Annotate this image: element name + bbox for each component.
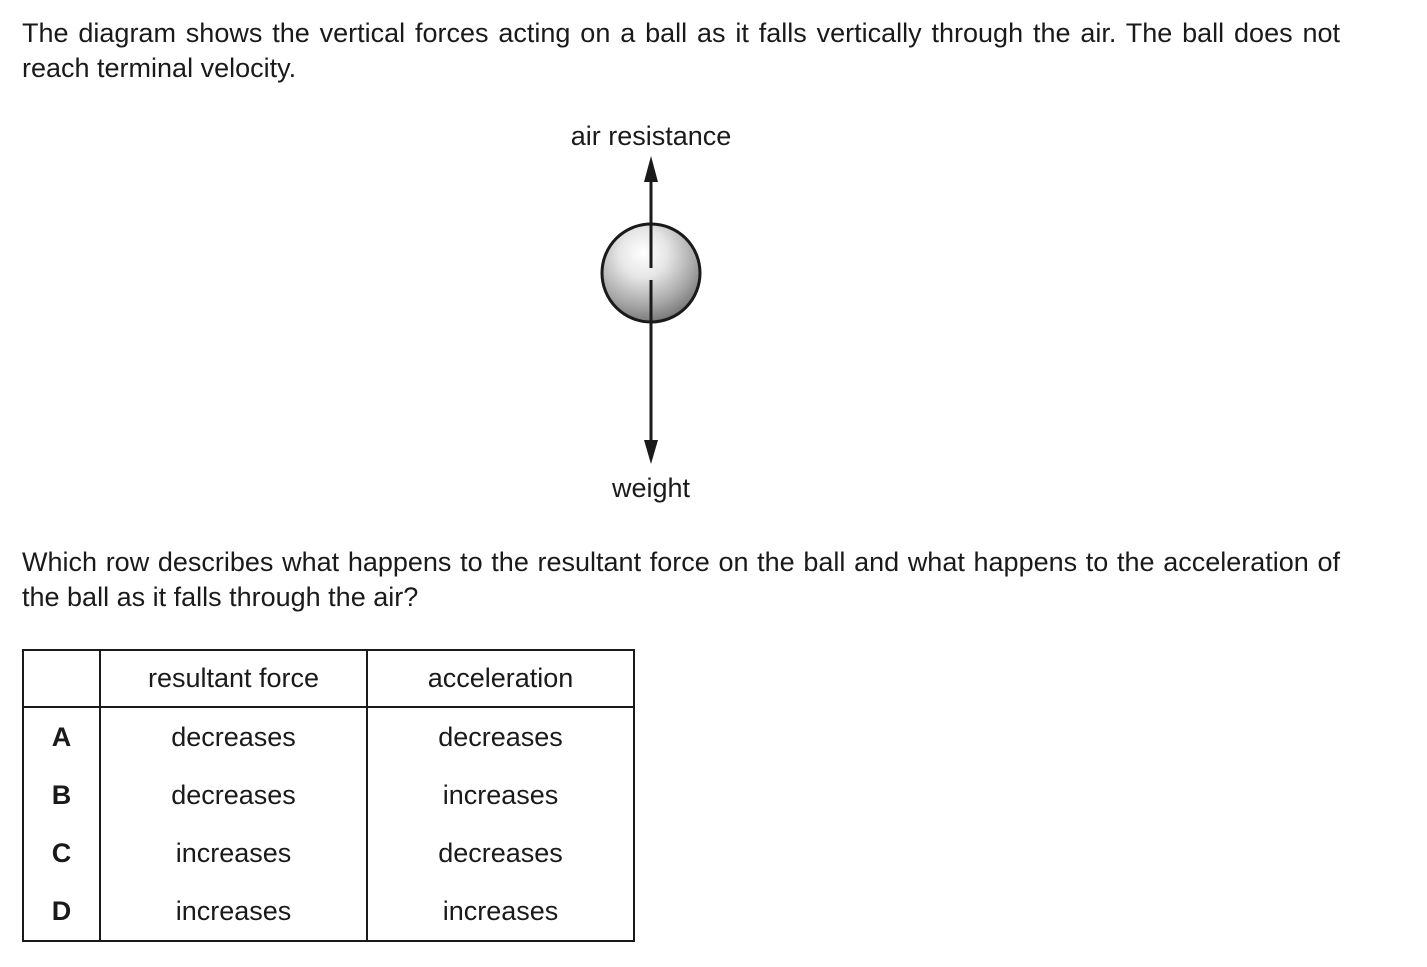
resultant-force-cell: decreases bbox=[99, 766, 368, 824]
table-header-blank bbox=[22, 649, 101, 708]
table-header-row: resultant force acceleration bbox=[22, 649, 635, 708]
force-diagram bbox=[600, 156, 702, 464]
air-resistance-arrow bbox=[644, 156, 658, 268]
resultant-force-cell: increases bbox=[99, 882, 368, 942]
acceleration-cell: decreases bbox=[366, 824, 635, 882]
row-letter: B bbox=[22, 766, 101, 824]
answer-table: resultant force acceleration A decreases… bbox=[22, 649, 635, 942]
weight-arrow bbox=[644, 280, 658, 464]
table-header-resultant-force: resultant force bbox=[99, 649, 368, 708]
table-row: B decreases increases bbox=[22, 766, 635, 824]
air-resistance-label: air resistance bbox=[570, 121, 732, 151]
resultant-force-cell: increases bbox=[99, 824, 368, 882]
acceleration-cell: increases bbox=[366, 882, 635, 942]
question-text: Which row describes what happens to the … bbox=[22, 547, 1340, 612]
table-row: C increases decreases bbox=[22, 824, 635, 882]
resultant-force-cell: decreases bbox=[99, 707, 368, 766]
row-letter: A bbox=[22, 707, 101, 766]
row-letter: C bbox=[22, 824, 101, 882]
table-row: A decreases decreases bbox=[22, 707, 635, 766]
weight-label: weight bbox=[611, 473, 691, 503]
intro-text: The diagram shows the vertical forces ac… bbox=[22, 18, 1340, 83]
row-letter: D bbox=[22, 882, 101, 942]
acceleration-cell: increases bbox=[366, 766, 635, 824]
acceleration-cell: decreases bbox=[366, 707, 635, 766]
table-row: D increases increases bbox=[22, 882, 635, 942]
table-header-acceleration: acceleration bbox=[366, 649, 635, 708]
